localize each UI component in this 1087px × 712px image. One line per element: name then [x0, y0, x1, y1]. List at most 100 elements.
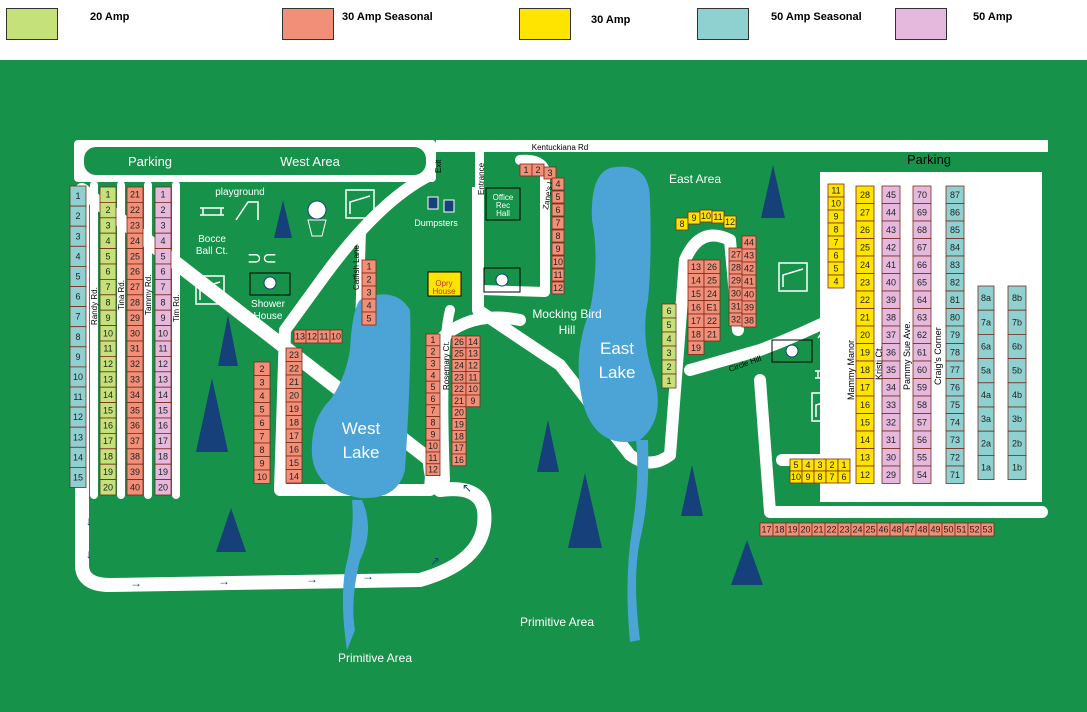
- campsite[interactable]: 11: [711, 210, 725, 224]
- campsite[interactable]: 22: [855, 290, 875, 309]
- campsite[interactable]: 29: [126, 309, 144, 326]
- campsite[interactable]: 30: [881, 448, 901, 467]
- campsite[interactable]: 7: [99, 278, 117, 296]
- campsite[interactable]: 19: [785, 522, 800, 537]
- campsite[interactable]: 20: [285, 388, 303, 403]
- campsite[interactable]: 6: [837, 470, 851, 484]
- campsite[interactable]: 23: [855, 273, 875, 292]
- campsite[interactable]: 16: [451, 453, 467, 467]
- campsite[interactable]: 6: [551, 203, 565, 217]
- campsite[interactable]: 35: [881, 360, 901, 379]
- campsite[interactable]: 5: [253, 402, 271, 417]
- campsite[interactable]: 1b: [1007, 454, 1027, 480]
- campsite[interactable]: 24: [126, 232, 144, 249]
- campsite[interactable]: 8: [675, 217, 689, 231]
- campsite[interactable]: 22: [451, 382, 467, 396]
- campsite[interactable]: 44: [741, 235, 757, 250]
- campsite[interactable]: 2: [253, 361, 271, 376]
- campsite[interactable]: 4: [551, 177, 565, 191]
- campsite-box[interactable]: [703, 327, 721, 342]
- campsite[interactable]: 15: [687, 286, 705, 301]
- campsite[interactable]: 45: [881, 185, 901, 204]
- campsite[interactable]: 4: [661, 331, 677, 347]
- campsite[interactable]: 20: [855, 325, 875, 344]
- campsite[interactable]: 14: [465, 335, 481, 349]
- campsite[interactable]: 17: [154, 432, 172, 450]
- campsite[interactable]: 7: [425, 404, 441, 417]
- campsite[interactable]: 2: [661, 359, 677, 375]
- campsite[interactable]: 10: [789, 470, 803, 484]
- campsite[interactable]: 15: [154, 402, 172, 419]
- campsite[interactable]: 6: [827, 248, 845, 263]
- campsite-box[interactable]: [687, 340, 705, 355]
- campsite[interactable]: 25: [451, 347, 467, 360]
- campsite[interactable]: 38: [741, 313, 757, 328]
- campsite[interactable]: 21: [811, 522, 826, 537]
- campsite[interactable]: 31: [881, 430, 901, 449]
- campsite[interactable]: 3: [425, 357, 441, 370]
- campsite[interactable]: 19: [285, 401, 303, 416]
- campsite[interactable]: 4: [827, 274, 845, 289]
- campsite[interactable]: 23: [837, 522, 852, 537]
- campsite[interactable]: 13: [855, 448, 875, 467]
- campsite[interactable]: 38: [881, 308, 901, 327]
- campsite[interactable]: 18: [451, 429, 467, 443]
- campsite[interactable]: 5: [425, 380, 441, 394]
- campsite[interactable]: 77: [945, 360, 965, 379]
- campsite[interactable]: 1: [519, 163, 533, 177]
- campsite[interactable]: 13: [465, 347, 481, 360]
- campsite[interactable]: 14: [687, 273, 705, 288]
- campsite[interactable]: 10: [69, 366, 87, 388]
- campsite[interactable]: 46: [876, 522, 891, 537]
- campsite[interactable]: 40: [741, 287, 757, 302]
- campsite[interactable]: 12: [425, 463, 441, 476]
- campsite[interactable]: 9: [465, 394, 481, 408]
- campsite[interactable]: 3: [99, 217, 117, 234]
- campsite[interactable]: 5: [661, 317, 677, 333]
- campsite[interactable]: 13: [687, 259, 705, 274]
- campsite[interactable]: 52: [967, 522, 982, 537]
- campsite[interactable]: 16: [285, 442, 303, 457]
- campsite[interactable]: 34: [881, 378, 901, 397]
- campsite[interactable]: 61: [912, 343, 932, 362]
- campsite[interactable]: 12: [855, 465, 875, 484]
- campsite[interactable]: 8a: [977, 285, 995, 311]
- campsite[interactable]: 31: [728, 299, 744, 314]
- campsite[interactable]: 5b: [1007, 358, 1027, 384]
- campsite[interactable]: 48: [889, 522, 904, 537]
- campsite-box[interactable]: [827, 274, 845, 289]
- campsite-box[interactable]: [881, 465, 901, 484]
- campsite[interactable]: 4: [69, 245, 87, 267]
- campsite[interactable]: 40: [126, 479, 144, 496]
- campsite[interactable]: 7a: [977, 309, 995, 335]
- campsite[interactable]: 21: [703, 327, 721, 342]
- campsite[interactable]: 9: [551, 242, 565, 256]
- campsite[interactable]: 7b: [1007, 309, 1027, 335]
- campsite[interactable]: 25: [703, 273, 721, 288]
- campsite[interactable]: 50: [941, 522, 956, 537]
- campsite[interactable]: 7: [253, 429, 271, 444]
- campsite[interactable]: 6a: [977, 333, 995, 359]
- campsite[interactable]: 20: [154, 479, 172, 496]
- campsite-box[interactable]: [741, 313, 757, 328]
- campsite[interactable]: 28: [855, 185, 875, 204]
- campsite[interactable]: 84: [945, 238, 965, 257]
- campsite-box[interactable]: [980, 522, 995, 537]
- campsite[interactable]: 3: [69, 225, 87, 247]
- campsite-box[interactable]: [126, 479, 144, 496]
- campsite[interactable]: 2: [825, 458, 839, 472]
- campsite[interactable]: 79: [945, 325, 965, 344]
- campsite[interactable]: 14: [99, 386, 117, 404]
- campsite-box[interactable]: [551, 255, 565, 269]
- campsite[interactable]: 8: [551, 229, 565, 243]
- campsite[interactable]: 1a: [977, 454, 995, 480]
- campsite[interactable]: 5: [361, 311, 377, 326]
- campsite[interactable]: 67: [912, 238, 932, 257]
- campsite[interactable]: 66: [912, 255, 932, 274]
- campsite[interactable]: 19: [154, 463, 172, 481]
- campsite[interactable]: 7: [551, 216, 565, 230]
- campsite[interactable]: 16: [855, 395, 875, 414]
- campsite[interactable]: 21: [126, 186, 144, 203]
- campsite[interactable]: 2: [69, 205, 87, 227]
- campsite[interactable]: 63: [912, 308, 932, 327]
